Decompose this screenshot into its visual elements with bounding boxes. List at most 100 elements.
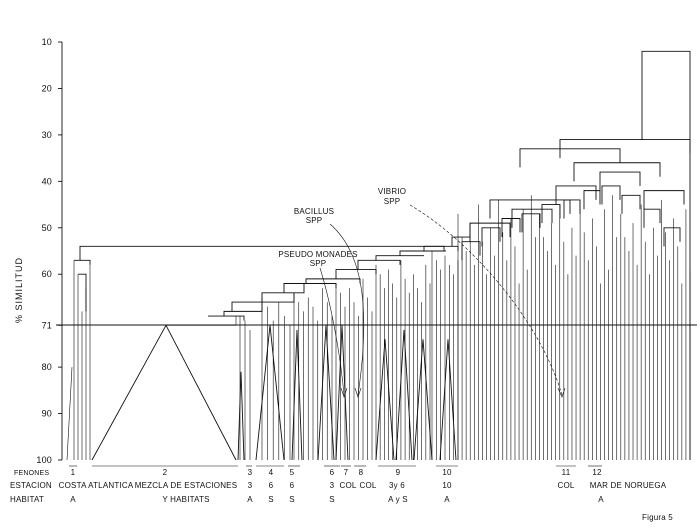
- dendro-link: [481, 227, 501, 247]
- habitat-12: A: [598, 495, 604, 504]
- dendro-link: [74, 259, 91, 265]
- dendro-link: [375, 339, 395, 461]
- dendro-link: [335, 269, 377, 279]
- row-header-habitat: HABITAT: [10, 495, 44, 504]
- annotation-pseudomonades: PSEUDO MONADES SPP: [278, 250, 357, 398]
- dendro-link: [469, 222, 511, 242]
- y-axis-title: % SIMILITUD: [14, 257, 24, 323]
- estacion-10: 10: [442, 481, 452, 490]
- fenon-number-6: 6: [330, 468, 335, 477]
- habitat-2: Y HABITATS: [162, 495, 209, 504]
- annotation-bacillus-line1: BACILLUS: [294, 207, 334, 216]
- fenon-number-12: 12: [592, 468, 602, 477]
- dendro-link: [501, 218, 521, 238]
- row-header-fenones: FENONES: [14, 470, 49, 477]
- dendro-link: [573, 162, 661, 182]
- dendro-link: [521, 213, 541, 233]
- habitat-3: A: [247, 495, 253, 504]
- fenon-number-4: 4: [269, 468, 274, 477]
- y-tick-label-60: 60: [42, 269, 52, 279]
- fenon-number-7: 7: [344, 468, 349, 477]
- dendro-link: [511, 208, 553, 228]
- dendro-link: [555, 185, 597, 205]
- dendro-link: [375, 255, 424, 261]
- dendro-link: [599, 171, 641, 191]
- dendro-link: [335, 325, 349, 461]
- dendro-link: [583, 190, 601, 210]
- y-tick-label-30: 30: [42, 130, 52, 140]
- fenon-number-2: 2: [163, 468, 168, 477]
- estacion-3: 3: [248, 481, 253, 490]
- dendro-link: [563, 199, 581, 219]
- dendro-link: [291, 329, 303, 461]
- dendro-link: [541, 204, 561, 224]
- figure-label: Figura 5: [642, 513, 673, 522]
- dendro-link: [489, 199, 571, 219]
- habitat-6: S: [329, 495, 335, 504]
- fenon-number-1: 1: [71, 468, 76, 477]
- estacion-11: COL: [557, 481, 574, 490]
- estacion-8: COL: [359, 481, 376, 490]
- fenon-number-9: 9: [396, 468, 401, 477]
- dendro-link: [395, 329, 413, 461]
- estacion-6: 3: [330, 481, 335, 490]
- dendro-link: [413, 339, 433, 461]
- annotation-pseudomonades-line1: PSEUDO MONADES: [278, 250, 357, 259]
- y-tick-label-10: 10: [42, 37, 52, 47]
- dendro-link: [519, 148, 621, 168]
- y-tick-label-71: 71: [42, 320, 52, 330]
- estacion-7: COL: [339, 481, 356, 490]
- dendro-link: [399, 250, 446, 256]
- y-tick-label-20: 20: [42, 83, 52, 93]
- y-tick-label-100: 100: [36, 455, 52, 465]
- dendro-link: [643, 208, 661, 228]
- fenon-number-10: 10: [442, 468, 452, 477]
- estacion-9: 3y 6: [389, 481, 405, 490]
- dendrogram-tree: [66, 50, 691, 461]
- y-tick-label-50: 50: [42, 223, 52, 233]
- dendro-link: [643, 190, 685, 210]
- habitat-4: S: [268, 495, 274, 504]
- dendro-link: [663, 227, 681, 247]
- habitat-9: A y S: [388, 495, 408, 504]
- habitat-1: A: [70, 495, 76, 504]
- dendro-link: [451, 223, 471, 247]
- fenon-number-3: 3: [248, 468, 253, 477]
- dendro-link: [357, 259, 401, 270]
- fenon-number-11: 11: [562, 468, 571, 477]
- annotation-vibrio: VIBRIO SPP: [378, 187, 566, 398]
- dendro-link: [78, 273, 87, 312]
- estacion-2: MEZCLA DE ESTACIONES: [135, 481, 238, 490]
- y-tick-label-40: 40: [42, 176, 52, 186]
- estacion-4: 6: [269, 481, 274, 490]
- annotation-bacillus-line2: SPP: [306, 216, 323, 225]
- dendro-link: [66, 367, 73, 461]
- dendro-link: [641, 50, 691, 460]
- habitat-10: A: [444, 495, 450, 504]
- dendro-link: [223, 297, 263, 317]
- dendro-link: [91, 324, 237, 461]
- annotation-vibrio-line2: SPP: [384, 197, 401, 206]
- dendro-link: [79, 245, 445, 261]
- annotation-vibrio-line1: VIBRIO: [378, 187, 406, 196]
- estacion-5: 6: [290, 481, 295, 490]
- estacion-1: COSTA ATLANTICA: [59, 481, 134, 490]
- dendro-link: [423, 245, 459, 251]
- dendro-link: [261, 283, 305, 303]
- dendro-link: [305, 278, 361, 284]
- annotation-bacillus: BACILLUS SPP: [294, 207, 365, 398]
- fenon-number-8: 8: [359, 468, 364, 477]
- dendro-link: [601, 185, 621, 205]
- dendro-link: [255, 325, 285, 461]
- row-header-estacion: ESTACION: [10, 481, 52, 490]
- dendro-link: [439, 339, 457, 461]
- dendro-link: [317, 325, 335, 461]
- y-tick-label-90: 90: [42, 409, 52, 419]
- dendro-link: [621, 194, 641, 214]
- dendro-link: [283, 283, 337, 293]
- dendro-link: [461, 241, 481, 261]
- annotation-vibrio-arrow: [409, 204, 563, 396]
- annotation-pseudomonades-line2: SPP: [310, 259, 327, 268]
